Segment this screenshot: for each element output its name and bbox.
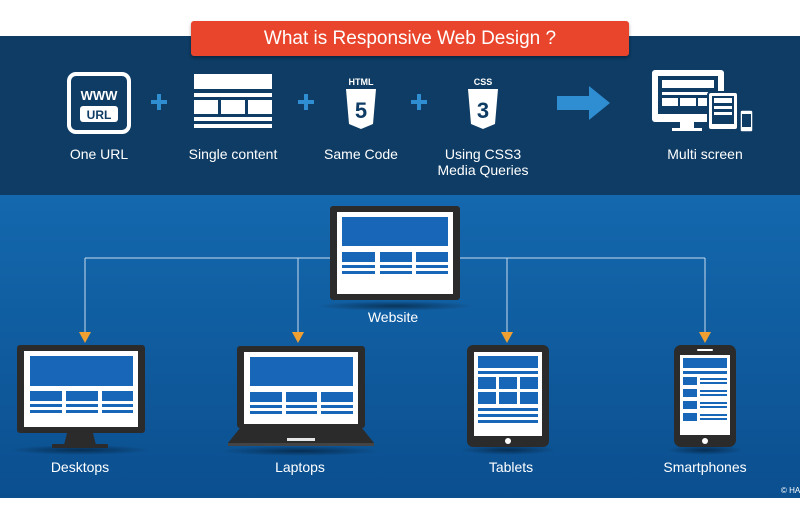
svg-text:WWW: WWW (81, 88, 119, 103)
smartphone-icon (667, 345, 743, 455)
label-single-content: Single content (188, 146, 278, 162)
laptop-icon (220, 346, 380, 456)
title-banner: What is Responsive Web Design ? (191, 21, 629, 56)
label-desktops: Desktops (50, 459, 110, 475)
copyright-notice: © HA (781, 486, 800, 495)
multi-screen-icon (652, 70, 754, 133)
label-website: Website (367, 309, 419, 325)
svg-text:3: 3 (477, 98, 489, 123)
label-same-code: Same Code (324, 146, 398, 162)
label-laptops: Laptops (275, 459, 325, 475)
connector-lines (84, 257, 706, 334)
svg-text:HTML: HTML (349, 77, 374, 87)
page-title: What is Responsive Web Design ? (263, 28, 557, 49)
label-multi-screen: Multi screen (667, 146, 743, 162)
plus-operator-2 (298, 94, 314, 110)
connector-arrows (79, 332, 711, 343)
website-monitor-icon (315, 206, 475, 311)
svg-text:CSS: CSS (474, 77, 493, 87)
label-one-url: One URL (69, 146, 129, 162)
desktop-icon (10, 345, 150, 455)
label-tablets: Tablets (488, 459, 534, 475)
right-arrow-icon (557, 86, 610, 120)
svg-text:URL: URL (87, 108, 112, 122)
css3-icon: CSS 3 (468, 77, 498, 129)
plus-operator-3 (411, 94, 427, 110)
svg-text:5: 5 (355, 98, 367, 123)
label-css3-media-queries: Using CSS3 Media Queries (437, 146, 529, 178)
label-smartphones: Smartphones (663, 459, 747, 475)
tablet-icon (460, 345, 556, 455)
url-icon: WWW URL (67, 72, 131, 134)
content-layout-icon (194, 74, 272, 128)
html5-icon: HTML 5 (346, 77, 376, 129)
plus-operator-1 (151, 94, 167, 110)
